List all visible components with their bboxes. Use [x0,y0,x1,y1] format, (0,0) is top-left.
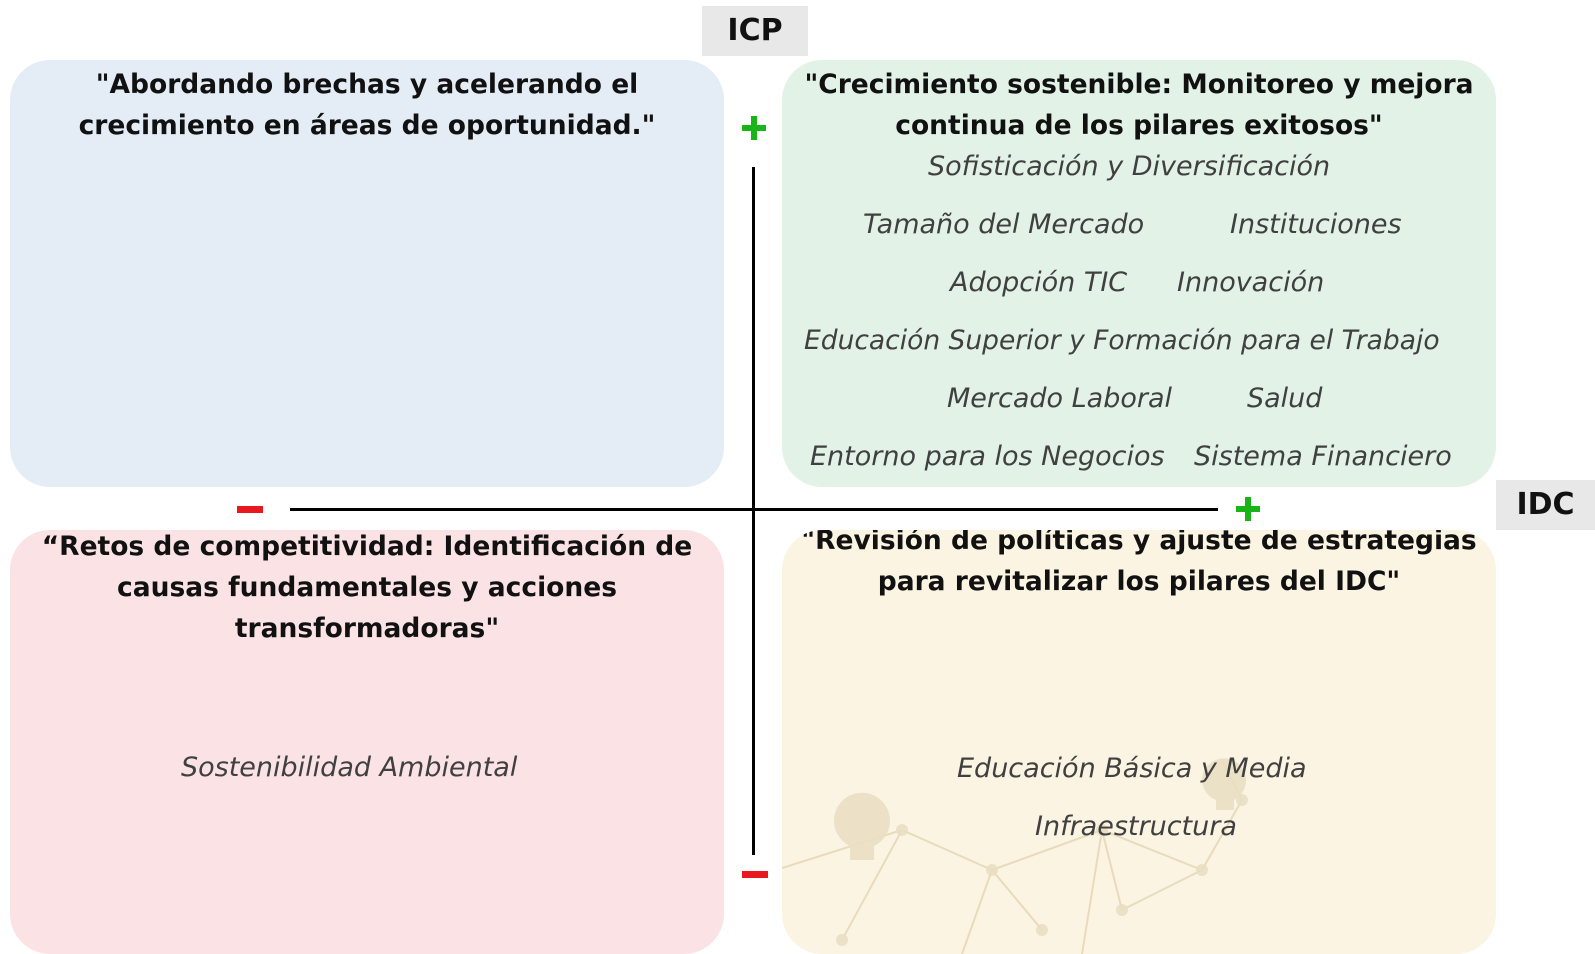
title-line: continua de los pilares exitosos" [895,110,1383,141]
icp-axis-label: ICP [702,6,808,56]
title-line: para revitalizar los pilares del IDC" [877,566,1401,597]
pillar-label: Educación Superior y Formación para el T… [804,325,1440,356]
title-line: “Retos de competitividad: Identificación… [41,531,693,562]
idc-plus-icon [1236,497,1260,521]
pillar-label: Instituciones [1230,209,1402,240]
vertical-axis-line [752,167,755,855]
network-watermark-icon [782,758,1248,954]
quadrant-bottom-right: "Revisión de políticas y ajuste de estra… [782,530,1496,954]
quadrant-title: “Retos de competitividad: Identificación… [20,530,714,649]
pillar-label: Adopción TIC [950,267,1128,298]
title-line: "Abordando brechas y acelerando el [95,69,639,100]
pillar-label: Educación Básica y Media [957,753,1307,784]
quadrant-title: "Crecimiento sostenible: Monitoreo y mej… [792,64,1486,146]
title-line: causas fundamentales y acciones [117,572,617,603]
pillar-label: Sofisticación y Diversificación [928,151,1331,182]
title-line: crecimiento en áreas de oportunidad." [78,110,656,141]
quadrant-top-left: "Abordando brechas y acelerando el creci… [10,60,724,487]
pillar-label: Sostenibilidad Ambiental [181,752,518,783]
title-line: transformadoras" [234,613,500,644]
horizontal-axis-line [290,508,1218,511]
pillar-label: Innovación [1177,267,1325,298]
quadrant-top-right: "Crecimiento sostenible: Monitoreo y mej… [782,60,1496,487]
pillar-label: Mercado Laboral [947,383,1173,414]
pillar-label: Salud [1247,383,1323,414]
quadrant-title: "Abordando brechas y acelerando el creci… [20,64,714,146]
quadrant-title: "Revisión de políticas y ajuste de estra… [792,530,1486,602]
pillar-label: Entorno para los Negocios [810,441,1165,472]
icp-minus-icon [742,871,768,878]
idc-minus-icon [237,506,263,513]
quadrant-bottom-left: “Retos de competitividad: Identificación… [10,530,724,954]
title-line: "Revisión de políticas y ajuste de estra… [801,530,1477,556]
pillar-label: Tamaño del Mercado [863,209,1145,240]
idc-axis-label: IDC [1496,480,1595,530]
icp-plus-icon [742,116,766,140]
pillar-label: Infraestructura [1035,811,1237,842]
title-line: "Crecimiento sostenible: Monitoreo y mej… [804,69,1474,100]
pillar-label: Sistema Financiero [1194,441,1452,472]
